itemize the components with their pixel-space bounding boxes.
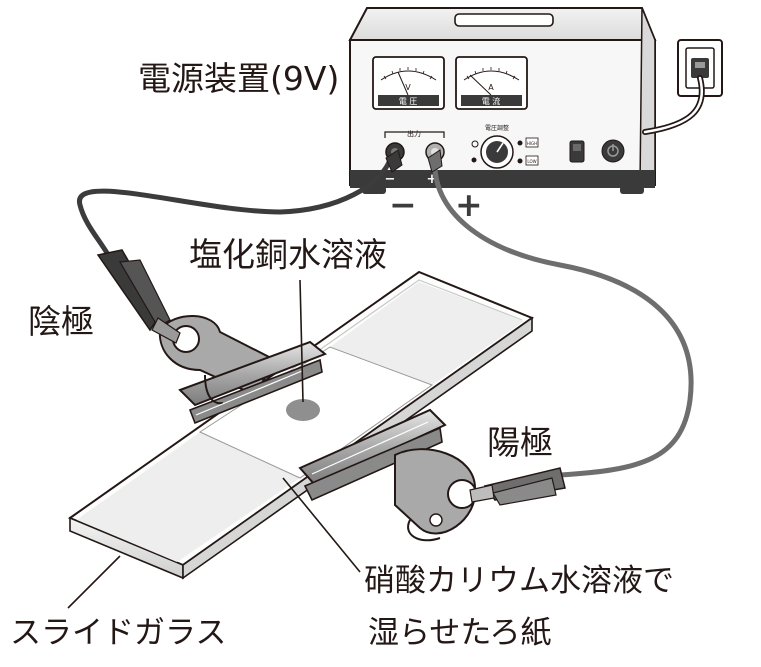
power-supply-label: 電源装置(9V)	[138, 59, 340, 98]
knob-label: 電圧調整	[485, 124, 509, 132]
copper-solution-label: 塩化銅水溶液	[189, 235, 387, 274]
terminal-minus-label: −	[385, 172, 396, 187]
filter-paper-label-line2: 湿らせたろ紙	[368, 615, 552, 651]
knob-icon[interactable]: 電圧調整 HIGH LOW	[471, 124, 539, 169]
filter-paper-label-line1: 硝酸カリウム水溶液で	[364, 563, 674, 599]
knob-low-label: LOW	[527, 159, 536, 164]
switch-icon[interactable]	[569, 140, 585, 163]
ammeter: A 電 流	[455, 56, 528, 110]
handle	[454, 13, 554, 27]
anode-label: 陽極	[487, 423, 553, 462]
leader-lines	[67, 279, 361, 609]
cathode-wire	[77, 157, 393, 261]
power-outlet-icon	[677, 39, 723, 97]
anode-wire	[432, 157, 694, 478]
knob-high-label: HIGH	[527, 141, 537, 146]
minus-sign: −	[389, 185, 417, 224]
foot	[620, 186, 644, 194]
copper-chloride-drop	[286, 399, 320, 421]
cathode-label: 陰極	[28, 302, 94, 341]
cathode-clip	[158, 315, 327, 425]
power-button-icon[interactable]	[601, 139, 625, 163]
anode-alligator-clip	[469, 467, 566, 506]
voltmeter-caption: 電 圧	[399, 97, 418, 106]
voltmeter-unit: V	[405, 83, 411, 92]
output-label: 出力	[407, 129, 421, 138]
ammeter-unit: A	[488, 83, 494, 92]
anode-clip	[298, 408, 477, 542]
ammeter-caption: 電 流	[482, 96, 501, 106]
plus-sign: +	[455, 185, 483, 224]
voltmeter: V 電 圧	[372, 56, 445, 110]
cathode-alligator-clip	[96, 249, 181, 344]
slide-glass-label: スライドガラス	[10, 615, 227, 651]
terminal-plus-label: +	[427, 172, 438, 187]
